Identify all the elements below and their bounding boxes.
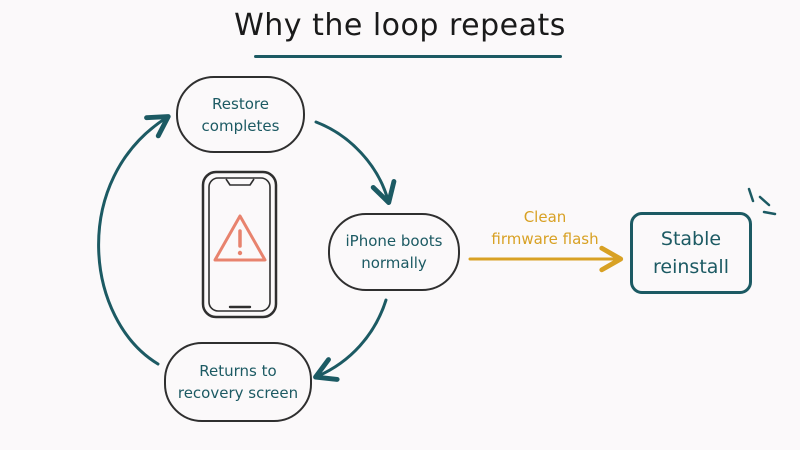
arrow-restore-to-boots [314,120,397,206]
title-underline [254,55,562,58]
warning-triangle-icon [213,214,267,262]
arrow-boots-to-recovery [313,298,388,382]
node-restore-completes: Restore completes [176,76,305,153]
sparkle-lines-icon [747,187,777,216]
node-stable-reinstall: Stable reinstall [630,212,752,294]
diagram-title: Why the loop repeats [234,8,566,43]
arrow-recovery-to-restore [97,114,171,366]
node-returns-to-recovery: Returns to recovery screen [164,342,312,422]
edge-label-clean-firmware-flash: Clean firmware flash [491,208,599,248]
node-iphone-boots-normally: iPhone boots normally [328,213,460,291]
phone-icon [201,170,278,319]
